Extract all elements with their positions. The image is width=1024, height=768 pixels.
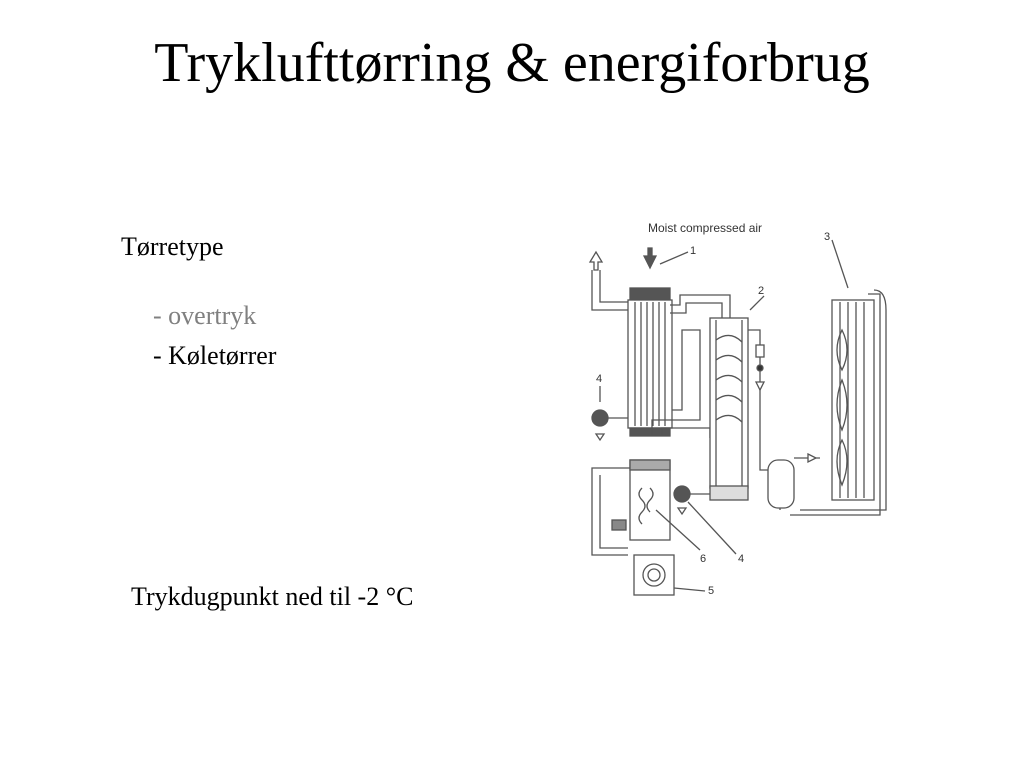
evaporator xyxy=(709,317,749,501)
drain-valve-icon-left xyxy=(591,409,609,427)
callout-4-right: 4 xyxy=(738,553,744,565)
bullet-list: - overtryk - Køletørrer xyxy=(153,296,276,376)
dewpoint-note: Trykdugpunkt ned til -2 °C xyxy=(131,582,414,611)
callout-6: 6 xyxy=(700,553,706,565)
water-separator xyxy=(629,459,671,541)
hx-to-evaporator-pipe xyxy=(670,294,731,318)
callout-3: 3 xyxy=(824,231,830,243)
slide-title: Tryklufttørring & energiforbrug xyxy=(154,32,870,94)
inlet-arrow-icon xyxy=(642,247,658,270)
outlet-arrow-icon xyxy=(588,250,604,271)
callout-5: 5 xyxy=(708,585,714,597)
air-outlet-pipe xyxy=(591,270,630,311)
callout-2: 2 xyxy=(758,285,764,297)
refrigerant-compressor xyxy=(767,452,820,509)
callout-1: 1 xyxy=(690,245,696,257)
condenser xyxy=(790,289,887,516)
air-heat-exchanger xyxy=(627,287,673,437)
diagram-caption: Moist compressed air xyxy=(648,221,762,235)
drain-valve-icon-right xyxy=(673,485,691,503)
bullet-item-koletorrer: - Køletørrer xyxy=(153,341,277,370)
control-unit xyxy=(633,554,675,596)
expansion-valve xyxy=(755,344,765,358)
bullet-item-overtryk: - overtryk xyxy=(153,301,257,330)
refrigeration-dryer-diagram: Moist compressed air 1 2 3 4 4 5 6 xyxy=(588,221,887,597)
section-heading: Tørretype xyxy=(121,232,224,261)
callout-4-left: 4 xyxy=(596,373,602,385)
drain-pipe xyxy=(591,467,630,556)
